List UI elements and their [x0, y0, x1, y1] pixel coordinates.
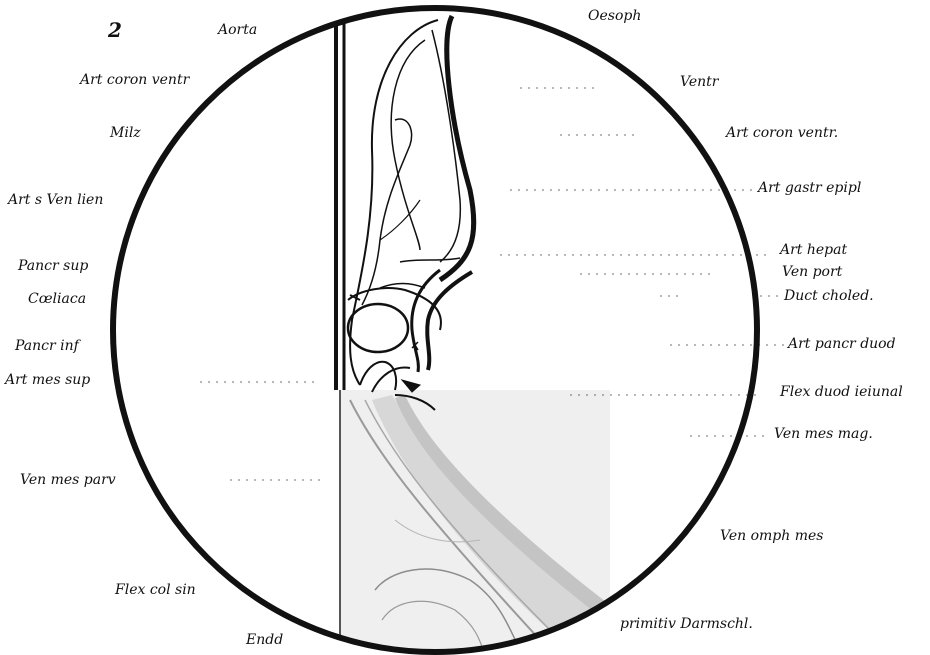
label-aorta: Aorta — [218, 22, 257, 38]
label-primitiv-darmschl: primitiv Darmschl. — [620, 616, 753, 632]
label-ven-mes-parv: Ven mes parv — [20, 472, 116, 488]
label-milz: Milz — [110, 125, 141, 141]
label-ventr: Ventr — [680, 74, 718, 90]
duodenum-pancreas — [348, 258, 472, 410]
label-duct-choled: Duct choled. — [784, 288, 874, 304]
label-flex-col-sin: Flex col sin — [115, 582, 196, 598]
label-art-coron-ventr-left: Art coron ventr — [80, 72, 189, 88]
label-oesoph: Oesoph — [588, 8, 641, 24]
label-art-coron-ventr-right: Art coron ventr. — [726, 125, 838, 141]
lower-shaded-region — [340, 390, 610, 655]
label-ven-mes-mag: Ven mes mag. — [774, 426, 873, 442]
label-art-hepat: Art hepat — [780, 242, 847, 258]
label-pancr-inf: Pancr inf — [15, 338, 79, 354]
label-art-ven-lien: Art s Ven lien — [8, 192, 103, 208]
label-endd: Endd — [246, 632, 283, 648]
label-art-mes-sup: Art mes sup — [5, 372, 90, 388]
label-coeliaca: Cœliaca — [28, 291, 86, 307]
figure-number: 2 — [108, 22, 122, 38]
label-ven-port: Ven port — [782, 264, 842, 280]
label-ven-omph-mes: Ven omph mes — [720, 528, 823, 544]
label-pancr-sup: Pancr sup — [18, 258, 88, 274]
label-art-gastr-epipl: Art gastr epipl — [758, 180, 861, 196]
label-art-pancr-duod: Art pancr duod — [788, 336, 896, 352]
label-flex-duod-ieiunal: Flex duod ieiunal — [780, 384, 903, 400]
